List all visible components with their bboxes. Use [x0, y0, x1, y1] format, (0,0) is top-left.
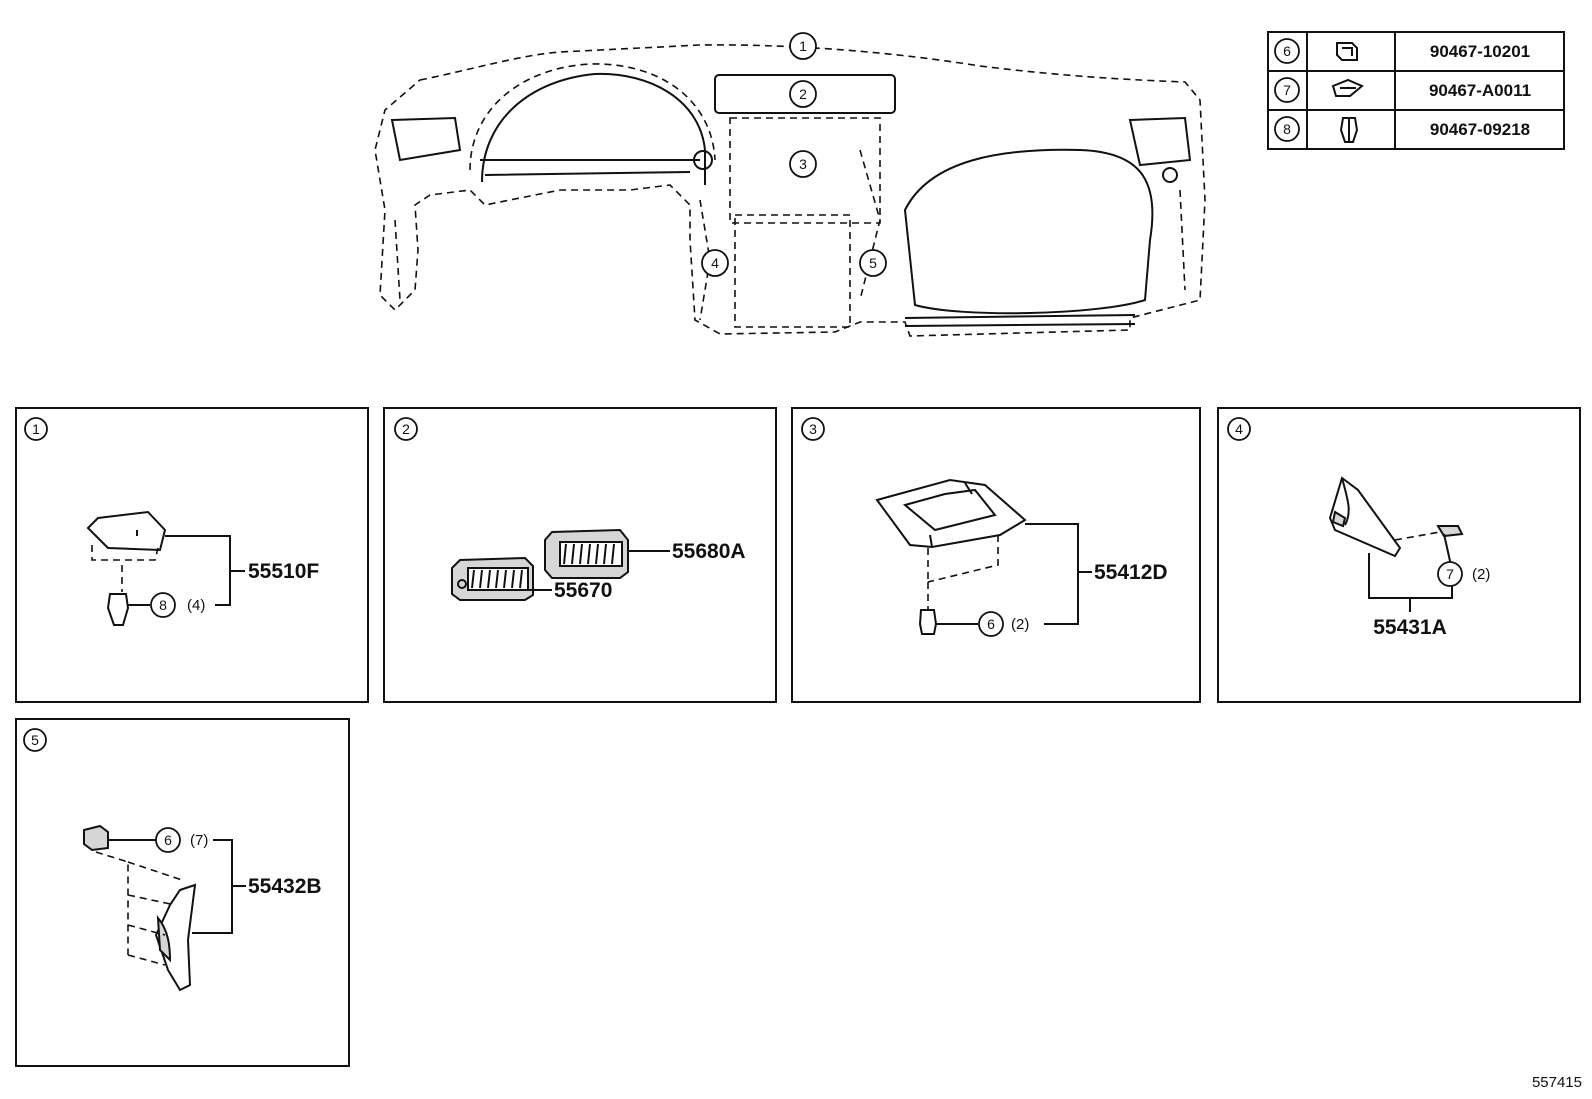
- callout-5: [859, 249, 887, 277]
- callout-3-label: 3: [799, 156, 807, 172]
- panel-5-number: 5: [31, 732, 39, 748]
- panel-4-number: 4: [1235, 421, 1243, 437]
- vent-part-55680a: [544, 528, 629, 579]
- panel-5: 5 6 (7) 55432B: [15, 718, 350, 1067]
- part-number-55680a: 55680A: [672, 540, 746, 563]
- part-number-55412d: 55412D: [1094, 561, 1168, 584]
- legend-key-6: 6: [1283, 43, 1291, 59]
- panel-4-fastener-qty: (2): [1472, 566, 1490, 583]
- callout-1: [789, 32, 817, 60]
- panel-3-number: 3: [809, 421, 817, 437]
- panel-4-fastener-key: 7: [1446, 566, 1454, 582]
- legend-key-8: 8: [1283, 121, 1291, 137]
- legend-part-90467-09218: 90467-09218: [1430, 120, 1530, 139]
- part-number-55432b: 55432B: [248, 875, 322, 898]
- clip-icon: [83, 824, 109, 852]
- panel-part-55412d: [875, 478, 1027, 549]
- callout-5-label: 5: [869, 255, 877, 271]
- panel-3: 3 6 (2) 55412D: [791, 407, 1201, 703]
- dashboard-overview: 1 2 3 4 5: [374, 32, 1206, 337]
- panel-1: 1 8 (4) 55510F: [15, 407, 369, 703]
- legend-part-90467-10201: 90467-10201: [1430, 42, 1530, 61]
- legend-key-7: 7: [1283, 82, 1291, 98]
- cover-part-55510f: [86, 510, 167, 552]
- panel-5-fastener-key: 6: [164, 832, 172, 848]
- panel-2-number: 2: [402, 421, 410, 437]
- diagram-id: 557415: [1531, 1074, 1582, 1091]
- clip-icon: [1436, 525, 1464, 538]
- panel-3-fastener-qty: (2): [1011, 616, 1029, 633]
- callout-3: [789, 150, 817, 178]
- panel-4: 4 7 (2) 55431A: [1217, 407, 1581, 703]
- clip-icon: [1331, 78, 1364, 97]
- part-number-55510f: 55510F: [248, 560, 319, 583]
- callout-2-label: 2: [799, 86, 807, 102]
- panel-1-number: 1: [32, 421, 40, 437]
- callout-2: [789, 80, 817, 108]
- clip-icon: [106, 593, 130, 626]
- panel-5-fastener-qty: (7): [190, 832, 208, 849]
- fastener-legend-table: 6 90467-10201 7 90467-A0011 8 90467-0921…: [1267, 31, 1565, 150]
- panel-3-fastener-key: 6: [987, 616, 995, 632]
- callout-4-label: 4: [711, 255, 719, 271]
- panel-1-fastener-qty: (4): [187, 597, 205, 614]
- panel-1-fastener-key: 8: [159, 597, 167, 613]
- cover-part-55432b: [154, 883, 197, 992]
- panel-2: 2 55680A 55670: [383, 407, 777, 703]
- vent-part-55670: [451, 556, 534, 601]
- clip-icon: [1339, 117, 1359, 143]
- part-number-55431a: 55431A: [1373, 616, 1447, 639]
- clip-icon: [1336, 42, 1358, 61]
- callout-1-label: 1: [799, 38, 807, 54]
- callout-4: [701, 249, 729, 277]
- part-number-55670: 55670: [554, 579, 612, 602]
- cover-part-55431a: [1328, 476, 1402, 558]
- legend-part-90467-a0011: 90467-A0011: [1429, 81, 1531, 100]
- clip-icon: [918, 609, 938, 635]
